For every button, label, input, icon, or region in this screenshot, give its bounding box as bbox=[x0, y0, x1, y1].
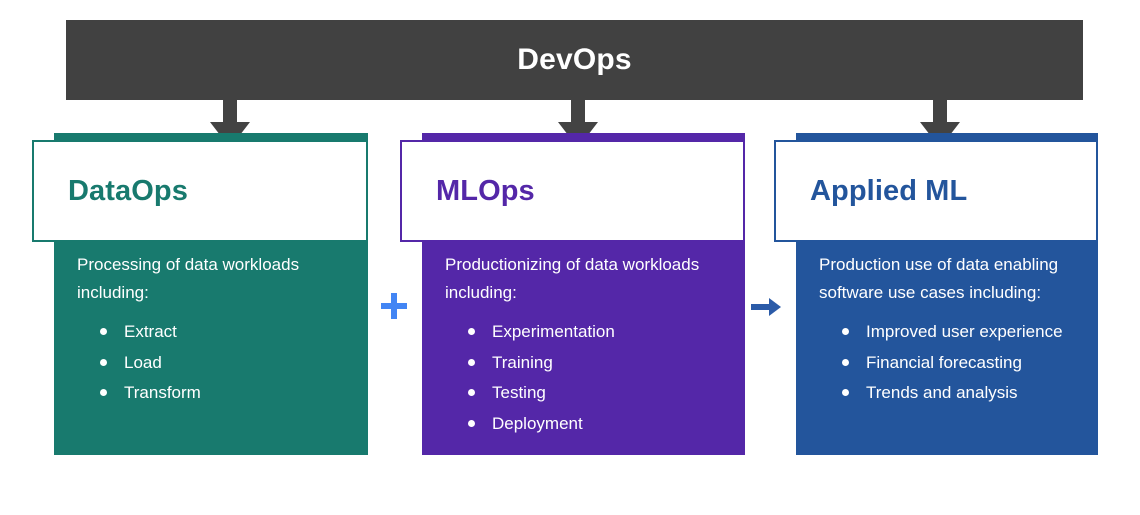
card-list: Improved user experience Financial forec… bbox=[796, 318, 1090, 407]
bullet-icon bbox=[842, 328, 849, 336]
bullet-icon bbox=[468, 328, 475, 336]
card-dataops: DataOps Processing of data workloads inc… bbox=[32, 133, 368, 455]
list-item: Load bbox=[100, 349, 360, 377]
list-item-label: Trends and analysis bbox=[866, 383, 1018, 403]
arrow-stem bbox=[571, 100, 585, 124]
list-item-label: Experimentation bbox=[492, 322, 615, 342]
list-item: Transform bbox=[100, 379, 360, 407]
list-item-label: Extract bbox=[124, 322, 177, 342]
plus-icon bbox=[381, 293, 407, 319]
card-content: Processing of data workloads including: … bbox=[54, 251, 360, 410]
plus-bar-vertical bbox=[391, 293, 397, 319]
list-item-label: Deployment bbox=[492, 413, 583, 433]
card-title: Applied ML bbox=[810, 174, 968, 207]
card-title: MLOps bbox=[436, 174, 535, 207]
card-mlops: MLOps Productionizing of data workloads … bbox=[400, 133, 745, 455]
arrow-stem bbox=[751, 304, 771, 310]
list-item: Training bbox=[468, 349, 737, 377]
card-list: Extract Load Transform bbox=[54, 318, 360, 407]
arrow-right-icon bbox=[751, 298, 781, 316]
card-header: Applied ML bbox=[774, 140, 1098, 242]
list-item-label: Load bbox=[124, 352, 162, 372]
list-item: Trends and analysis bbox=[842, 379, 1090, 407]
list-item-label: Training bbox=[492, 352, 553, 372]
list-item: Testing bbox=[468, 379, 737, 407]
arrow-head bbox=[769, 298, 781, 316]
arrow-stem bbox=[933, 100, 947, 124]
card-appliedml: Applied ML Production use of data enabli… bbox=[774, 133, 1098, 455]
arrow-stem bbox=[223, 100, 237, 124]
bullet-icon bbox=[468, 419, 475, 427]
bullet-icon bbox=[842, 358, 849, 366]
card-content: Production use of data enabling software… bbox=[796, 251, 1090, 410]
card-list: Experimentation Training Testing Deploym… bbox=[422, 318, 737, 437]
list-item: Experimentation bbox=[468, 318, 737, 346]
list-item-label: Transform bbox=[124, 383, 201, 403]
list-item: Extract bbox=[100, 318, 360, 346]
bullet-icon bbox=[468, 389, 475, 397]
card-description: Productionizing of data workloads includ… bbox=[445, 255, 700, 302]
list-item-label: Improved user experience bbox=[866, 322, 1063, 342]
list-item: Financial forecasting bbox=[842, 349, 1090, 377]
card-title: DataOps bbox=[68, 174, 188, 207]
card-description: Processing of data workloads including: bbox=[77, 255, 300, 302]
list-item-label: Testing bbox=[492, 383, 546, 403]
bullet-icon bbox=[468, 358, 475, 366]
list-item: Improved user experience bbox=[842, 318, 1090, 346]
card-description: Production use of data enabling software… bbox=[819, 255, 1059, 302]
card-header: MLOps bbox=[400, 140, 745, 242]
bullet-icon bbox=[100, 358, 107, 366]
bullet-icon bbox=[100, 328, 107, 336]
devops-bar: DevOps bbox=[66, 20, 1083, 100]
list-item: Deployment bbox=[468, 410, 737, 438]
card-content: Productionizing of data workloads includ… bbox=[422, 251, 737, 440]
bullet-icon bbox=[842, 389, 849, 397]
list-item-label: Financial forecasting bbox=[866, 352, 1022, 372]
bullet-icon bbox=[100, 389, 107, 397]
card-header: DataOps bbox=[32, 140, 368, 242]
devops-title: DevOps bbox=[517, 43, 632, 76]
